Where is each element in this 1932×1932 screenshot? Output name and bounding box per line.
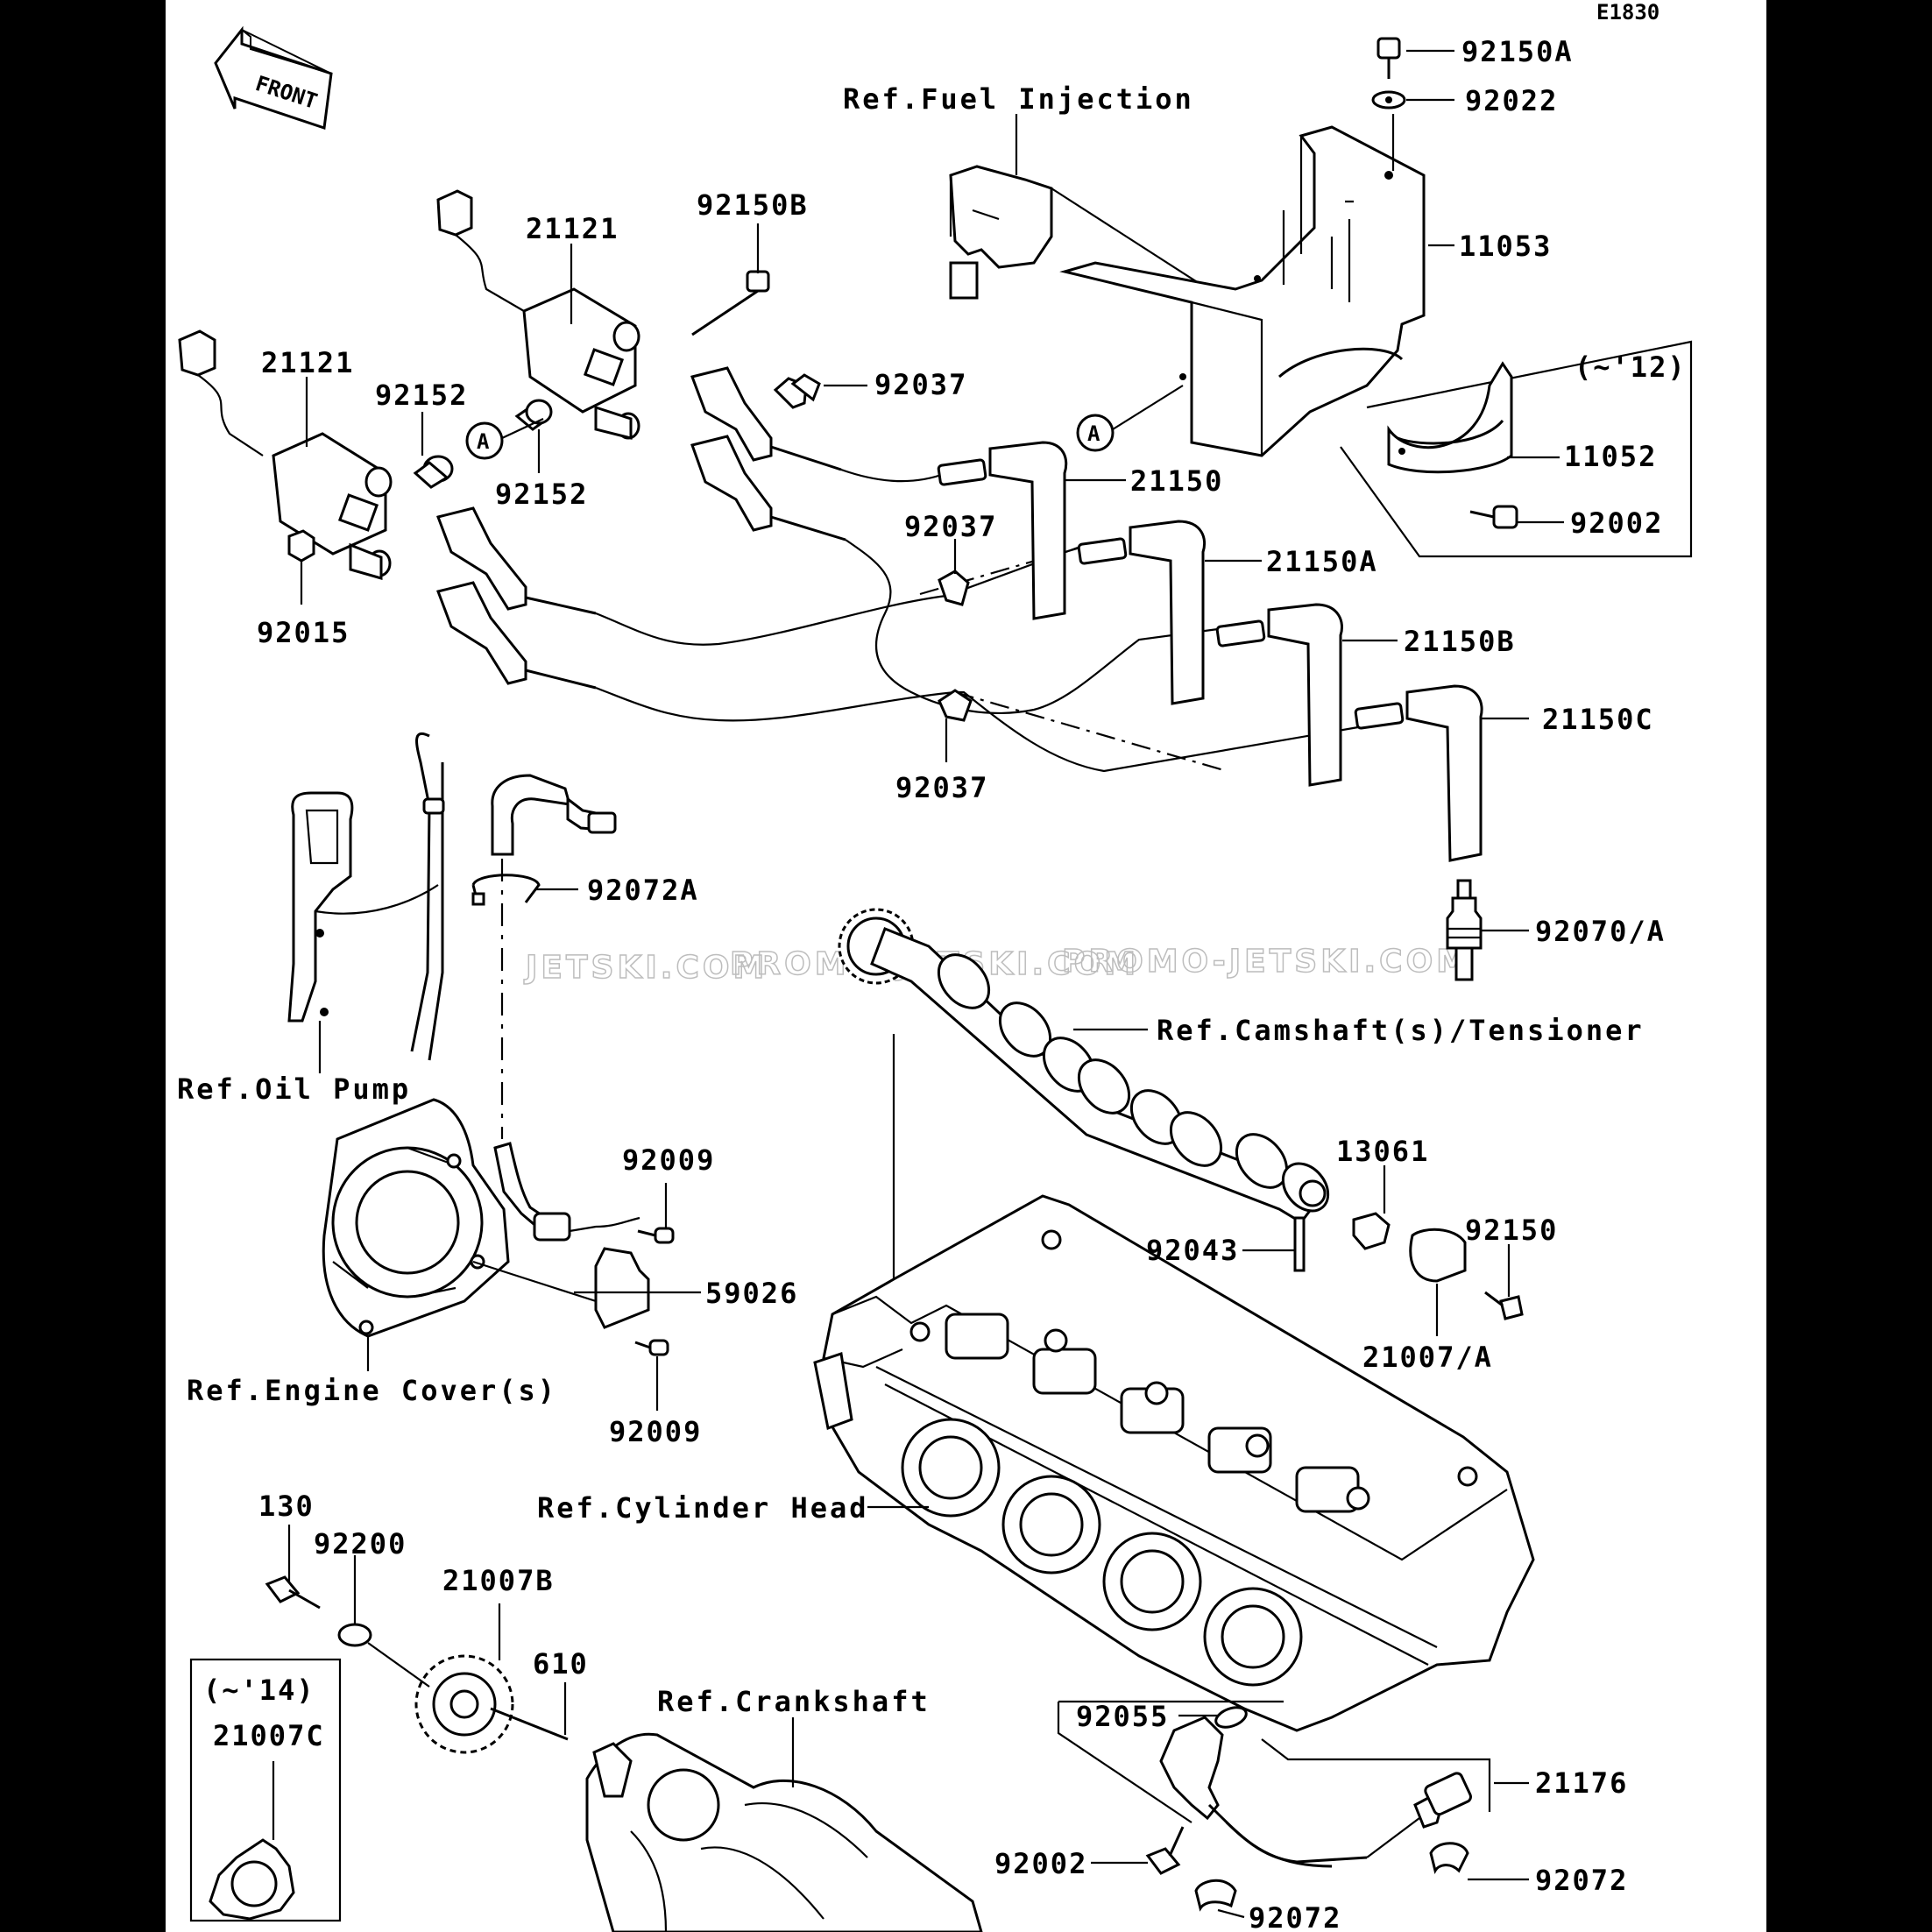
label-21150: 21150 bbox=[1130, 464, 1223, 498]
label-92150b: 92150B bbox=[697, 188, 809, 222]
bracket-11052-group bbox=[1340, 340, 1693, 558]
label-13061: 13061 bbox=[1336, 1135, 1429, 1168]
clamp-92072-bottom-icon bbox=[1194, 1879, 1237, 1912]
bolt-92150a-icon bbox=[1376, 37, 1401, 79]
label-92037-top: 92037 bbox=[874, 368, 967, 401]
label-92043: 92043 bbox=[1146, 1234, 1239, 1267]
ref-camshaft: Ref.Camshaft(s)/Tensioner bbox=[1157, 1014, 1645, 1047]
label-21007a: 21007/A bbox=[1362, 1341, 1493, 1374]
label-610: 610 bbox=[533, 1647, 589, 1681]
label-92070a: 92070/A bbox=[1535, 915, 1666, 948]
sensor-59026 bbox=[472, 1142, 650, 1329]
watermark-1: JETSKI.COM bbox=[523, 950, 768, 986]
crankshaft bbox=[585, 1732, 983, 1932]
svg-text:A: A bbox=[477, 429, 490, 454]
sensor-hose-92072a bbox=[471, 774, 617, 906]
ref-oil-pump: Ref.Oil Pump bbox=[177, 1072, 411, 1106]
label-21176: 21176 bbox=[1535, 1766, 1628, 1800]
marker-a-left: A bbox=[465, 421, 504, 460]
label-92055: 92055 bbox=[1076, 1700, 1169, 1733]
engine-cover bbox=[322, 1098, 510, 1338]
label-92072-right: 92072 bbox=[1535, 1864, 1628, 1897]
note-year-12: (~'12) bbox=[1575, 350, 1687, 384]
label-92002-low: 92002 bbox=[994, 1847, 1087, 1880]
cylinder-head bbox=[813, 1194, 1535, 1732]
label-21150b: 21150B bbox=[1404, 625, 1516, 658]
ignition-coil-21121-left bbox=[178, 329, 393, 580]
plug-cap-boots-left bbox=[436, 366, 846, 690]
dowel-pin-92043-icon bbox=[1293, 1216, 1306, 1272]
clamp-92072-right-icon bbox=[1429, 1842, 1469, 1874]
label-11052: 11052 bbox=[1564, 440, 1657, 473]
watermark-3: PROMO-JETSKI.COM bbox=[1062, 944, 1471, 980]
label-21150a: 21150A bbox=[1266, 545, 1378, 578]
label-21007c: 21007C bbox=[213, 1719, 325, 1752]
label-92022: 92022 bbox=[1465, 84, 1558, 117]
note-box-14 bbox=[189, 1658, 342, 1922]
label-92200: 92200 bbox=[314, 1527, 407, 1560]
bolt-92002-top-icon bbox=[1469, 505, 1518, 529]
diagram-code: E1830 bbox=[1596, 0, 1660, 25]
label-92015: 92015 bbox=[257, 616, 350, 649]
label-92009-low: 92009 bbox=[609, 1415, 702, 1448]
plug-cap-21150b bbox=[1215, 603, 1343, 787]
clip-92037-mid-icon bbox=[938, 570, 970, 606]
fuel-injection-bracket bbox=[949, 125, 1426, 457]
label-92002-top: 92002 bbox=[1570, 506, 1663, 540]
screw-92009-top-icon bbox=[637, 1227, 675, 1244]
label-92152-left: 92152 bbox=[375, 379, 468, 412]
label-92009-top: 92009 bbox=[622, 1143, 715, 1177]
bolt-92150b-icon bbox=[691, 270, 770, 336]
front-arrow-icon: FRONT bbox=[214, 25, 333, 130]
o-ring-92055-icon bbox=[1214, 1706, 1248, 1729]
sensor-21007a-icon bbox=[1409, 1228, 1467, 1283]
label-130: 130 bbox=[258, 1490, 315, 1523]
label-92152-mid: 92152 bbox=[495, 478, 588, 511]
label-59026: 59026 bbox=[705, 1277, 798, 1310]
marker-a-right: A bbox=[1076, 414, 1115, 452]
label-21007b: 21007B bbox=[442, 1564, 555, 1597]
plug-cap-21150 bbox=[937, 441, 1068, 620]
clip-92037-low-icon bbox=[938, 689, 973, 722]
clip-92037-top-icon bbox=[773, 373, 821, 409]
label-92037-low: 92037 bbox=[895, 771, 988, 804]
note-year-14: (~'14) bbox=[203, 1674, 315, 1707]
plug-13061-icon bbox=[1352, 1212, 1391, 1250]
camshaft bbox=[838, 908, 1330, 1224]
timing-rotor-21007c bbox=[209, 1838, 295, 1921]
spacer-92152-left-icon bbox=[413, 455, 454, 489]
label-92037-mid: 92037 bbox=[904, 510, 997, 543]
label-21121-top: 21121 bbox=[526, 212, 619, 245]
oil-pump-bracket bbox=[287, 732, 445, 1073]
ref-cylinder-head: Ref.Cylinder Head bbox=[537, 1491, 869, 1525]
bolt-92150-icon bbox=[1484, 1291, 1524, 1320]
cam-sensor-21176 bbox=[1159, 1706, 1472, 1868]
label-92072-bottom: 92072 bbox=[1249, 1901, 1341, 1932]
washer-92200-icon bbox=[337, 1623, 372, 1647]
ref-crankshaft: Ref.Crankshaft bbox=[657, 1685, 931, 1718]
svg-text:A: A bbox=[1087, 421, 1100, 446]
label-11053: 11053 bbox=[1459, 230, 1552, 263]
ref-engine-cover: Ref.Engine Cover(s) bbox=[187, 1374, 557, 1407]
label-92150a: 92150A bbox=[1461, 35, 1574, 68]
spacer-92152-mid-icon bbox=[514, 399, 553, 431]
bolt-92002-low-icon bbox=[1145, 1826, 1185, 1875]
label-92072a: 92072A bbox=[587, 874, 699, 907]
plug-cap-21150c bbox=[1354, 684, 1483, 862]
screw-92009-low-icon bbox=[634, 1339, 669, 1356]
label-21150c: 21150C bbox=[1542, 703, 1654, 736]
nut-92015-icon bbox=[287, 529, 315, 563]
leader-lines bbox=[272, 49, 1564, 1919]
spark-plug-92070-icon bbox=[1446, 879, 1483, 981]
label-21121-left: 21121 bbox=[261, 346, 354, 379]
plug-cap-21150a bbox=[1077, 520, 1207, 705]
timing-rotor-21007b bbox=[414, 1654, 514, 1754]
ignition-coil-21121-top bbox=[436, 189, 640, 440]
label-92150: 92150 bbox=[1465, 1214, 1558, 1247]
ref-fuel-injection: Ref.Fuel Injection bbox=[843, 82, 1194, 116]
bolt-130-icon bbox=[265, 1575, 321, 1610]
